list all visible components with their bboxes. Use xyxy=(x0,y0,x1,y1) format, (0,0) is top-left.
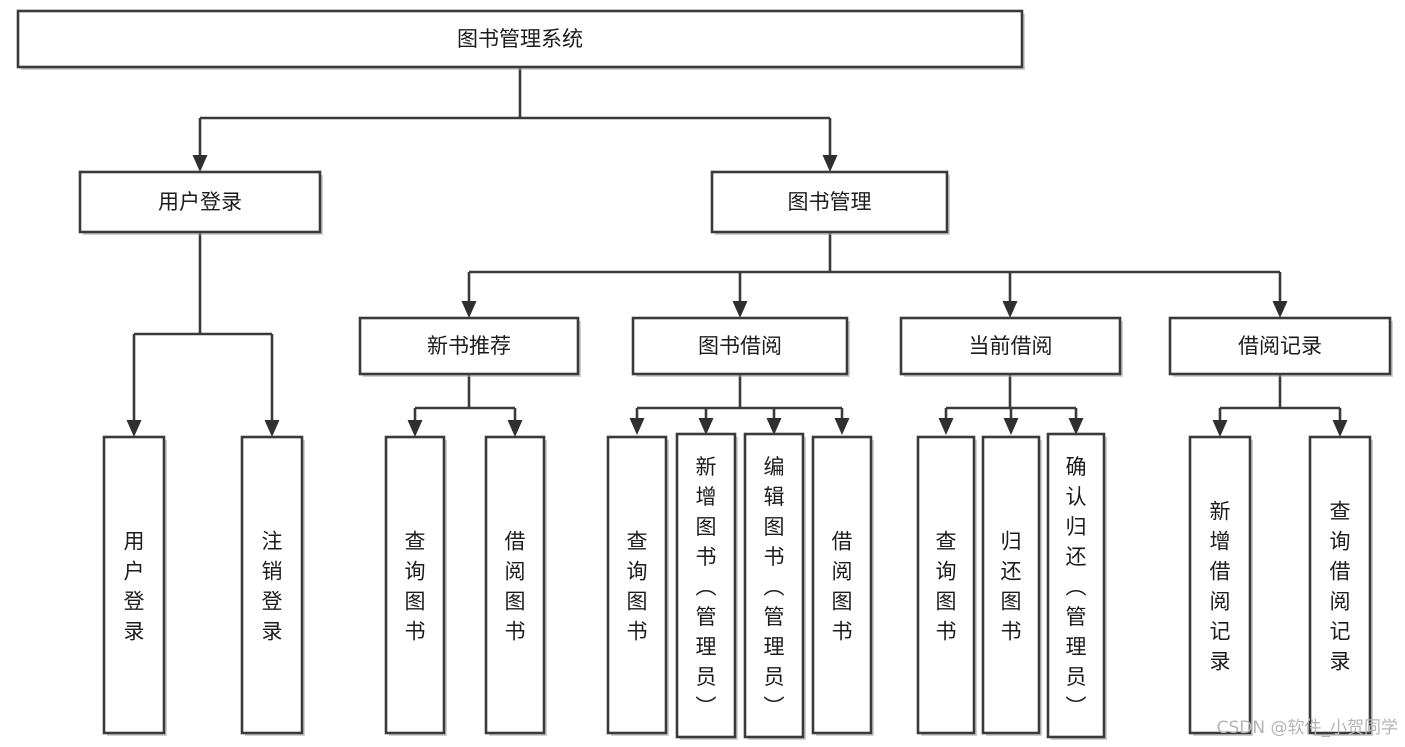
node-box[interactable] xyxy=(484,435,546,735)
node-l1-图书管理[interactable]: 图书管理 xyxy=(710,170,950,235)
node-label: 注销登录 xyxy=(262,529,283,643)
node-label: 新书推荐 xyxy=(427,334,511,358)
arrow-head-icon xyxy=(1272,301,1288,318)
node-box[interactable] xyxy=(811,435,873,735)
node-box[interactable] xyxy=(16,9,1024,69)
node-box[interactable] xyxy=(1188,435,1252,735)
arrow-head-icon xyxy=(407,420,423,437)
arrow-head-icon xyxy=(461,301,477,318)
node-leaf-确认归还管理员[interactable]: 确认归还︵管理员︶ xyxy=(1046,432,1107,740)
node-box[interactable] xyxy=(102,435,166,735)
arrow-head-icon xyxy=(938,418,954,435)
node-label: 查询图书 xyxy=(405,529,426,643)
arrow-head-icon xyxy=(1002,301,1018,318)
node-leaf-用户登录[interactable]: 用户登录 xyxy=(102,435,167,736)
connector-group-借阅记录 xyxy=(1212,374,1348,437)
arrow-head-icon xyxy=(507,420,523,437)
node-label: 图书管理 xyxy=(788,190,872,214)
arrow-head-icon xyxy=(698,418,714,435)
connector-layer xyxy=(126,67,1348,437)
node-box[interactable] xyxy=(240,435,304,735)
node-l2-新书推荐[interactable]: 新书推荐 xyxy=(358,316,581,377)
node-box[interactable] xyxy=(710,170,949,234)
node-label: 借阅记录 xyxy=(1238,334,1322,358)
node-label: 用户登录 xyxy=(158,190,242,214)
node-label: 借阅图书 xyxy=(505,529,526,643)
arrow-head-icon xyxy=(264,420,280,437)
connector-group-用户登录 xyxy=(126,232,280,437)
node-box[interactable] xyxy=(358,316,580,376)
node-box[interactable] xyxy=(899,316,1122,376)
connector-group-图书借阅 xyxy=(629,374,850,435)
connector-group-新书推荐 xyxy=(407,374,523,437)
node-leaf-注销登录[interactable]: 注销登录 xyxy=(240,435,305,736)
node-label: 查询图书 xyxy=(627,529,648,643)
node-label: 借阅图书 xyxy=(832,529,853,643)
node-box[interactable] xyxy=(1046,432,1106,739)
node-leaf-编辑图书管理员[interactable]: 编辑图书︵管理员︶ xyxy=(743,432,806,740)
arrow-head-icon xyxy=(732,301,748,318)
node-box[interactable] xyxy=(606,435,668,735)
node-leaf-查询图书[interactable]: 查询图书 xyxy=(384,435,447,736)
node-leaf-归还图书[interactable]: 归还图书 xyxy=(981,435,1042,736)
node-label: 当前借阅 xyxy=(969,334,1053,358)
node-label: 查询图书 xyxy=(936,529,957,643)
node-leaf-新增借阅记录[interactable]: 新增借阅记录 xyxy=(1188,435,1253,736)
node-leaf-查询图书[interactable]: 查询图书 xyxy=(916,435,977,736)
node-layer: 图书管理系统用户登录图书管理新书推荐图书借阅当前借阅借阅记录用户登录注销登录查询… xyxy=(16,9,1393,740)
arrow-head-icon xyxy=(834,418,850,435)
node-leaf-借阅图书[interactable]: 借阅图书 xyxy=(484,435,547,736)
node-label: 图书借阅 xyxy=(698,334,782,358)
node-box[interactable] xyxy=(743,432,805,739)
arrow-head-icon xyxy=(629,418,645,435)
node-label: 图书管理系统 xyxy=(457,27,583,51)
node-leaf-查询借阅记录[interactable]: 查询借阅记录 xyxy=(1308,435,1373,736)
node-label: 新增借阅记录 xyxy=(1210,499,1231,673)
csdn-watermark: CSDN @软件_小贺同学 xyxy=(1217,718,1398,738)
node-label: 新增图书︵管理员︶ xyxy=(696,455,717,719)
arrow-head-icon xyxy=(126,420,142,437)
node-l2-当前借阅[interactable]: 当前借阅 xyxy=(899,316,1123,377)
node-box[interactable] xyxy=(384,435,446,735)
node-label: 用户登录 xyxy=(124,529,145,643)
node-box[interactable] xyxy=(675,432,737,739)
node-l2-借阅记录[interactable]: 借阅记录 xyxy=(1168,316,1393,377)
arrow-head-icon xyxy=(766,418,782,435)
arrow-head-icon xyxy=(192,155,208,172)
node-box[interactable] xyxy=(981,435,1041,735)
arrow-head-icon xyxy=(1212,420,1228,437)
node-label: 归还图书 xyxy=(1001,529,1022,643)
connector-group-图书管理系统 xyxy=(192,67,838,172)
node-l2-图书借阅[interactable]: 图书借阅 xyxy=(631,316,850,377)
node-box[interactable] xyxy=(1168,316,1392,376)
node-box[interactable] xyxy=(631,316,849,376)
arrow-head-icon xyxy=(1003,418,1019,435)
node-box[interactable] xyxy=(916,435,976,735)
connector-group-当前借阅 xyxy=(938,374,1084,435)
node-root-图书管理系统[interactable]: 图书管理系统 xyxy=(16,9,1025,70)
node-label: 编辑图书︵管理员︶ xyxy=(764,455,785,719)
node-label: 查询借阅记录 xyxy=(1330,499,1351,673)
node-box[interactable] xyxy=(78,170,322,234)
arrow-head-icon xyxy=(1332,420,1348,437)
connector-group-图书管理 xyxy=(461,232,1288,318)
node-leaf-新增图书管理员[interactable]: 新增图书︵管理员︶ xyxy=(675,432,738,740)
node-leaf-查询图书[interactable]: 查询图书 xyxy=(606,435,669,736)
arrow-head-icon xyxy=(822,155,838,172)
node-label: 确认归还︵管理员︶ xyxy=(1066,455,1087,719)
arrow-head-icon xyxy=(1068,418,1084,435)
node-l1-用户登录[interactable]: 用户登录 xyxy=(78,170,323,235)
node-box[interactable] xyxy=(1308,435,1372,735)
node-leaf-借阅图书[interactable]: 借阅图书 xyxy=(811,435,874,736)
